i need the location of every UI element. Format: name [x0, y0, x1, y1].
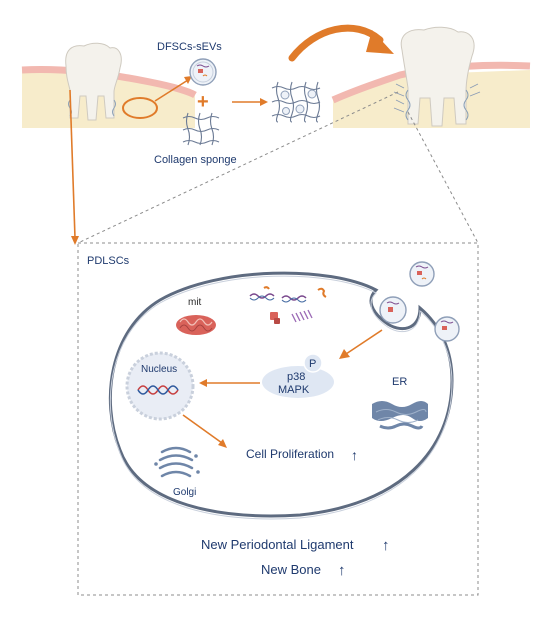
right-gum-panel [331, 26, 531, 128]
left-tooth [65, 42, 122, 121]
pdlscs-panel [77, 242, 479, 596]
er-label: ER [392, 376, 407, 388]
proliferation-label: Cell Proliferation [246, 447, 334, 461]
vesicle-cargo [249, 286, 327, 324]
collagen-sponge-icon [182, 112, 220, 146]
ligament-label: New Periodontal Ligament [201, 537, 354, 552]
arrow-to-pdlscs [69, 89, 79, 245]
external-vesicle-2 [434, 316, 460, 342]
arrow-to-nucleus [199, 379, 260, 387]
arrow-to-loaded-sponge [232, 98, 268, 106]
nucleus-label: Nucleus [141, 364, 177, 375]
sponge-label: Collagen sponge [154, 154, 237, 166]
loaded-sponge-icon [271, 81, 321, 123]
callout-lines [77, 91, 479, 244]
arrow-to-proliferation [182, 414, 227, 448]
proliferation-up-arrow: ↑ [351, 447, 358, 463]
mit-label: mit [188, 297, 202, 308]
phospho-label: P [309, 358, 316, 370]
arrow-defect-to-vesicle [154, 76, 192, 102]
external-vesicle-1 [409, 261, 435, 287]
cell-membrane-inner [109, 275, 453, 520]
er-icon [372, 401, 428, 430]
right-tooth [400, 26, 475, 127]
golgi-label: Golgi [173, 487, 196, 498]
arrow-to-p38 [339, 329, 383, 359]
nucleus-icon: Nucleus [125, 351, 195, 421]
right-gum-line [331, 61, 531, 104]
bone-label: New Bone [261, 562, 321, 577]
mitochondrion-icon [176, 315, 216, 335]
defect-site [122, 97, 158, 119]
left-gum-panel [21, 42, 197, 128]
bone-up-arrow: ↑ [338, 562, 346, 579]
vesicle-icon [189, 58, 217, 86]
internalized-vesicle [379, 296, 407, 324]
cell-membrane [108, 271, 454, 518]
kinase-line2: MAPK [278, 384, 310, 396]
curved-transplant-arrow [288, 24, 394, 62]
kinase-line1: p38 [287, 371, 305, 383]
vesicles-label: DFSCs-sEVs [157, 41, 222, 53]
pdlscs-label: PDLSCs [87, 255, 130, 267]
plus-sign: + [197, 91, 209, 113]
ligament-up-arrow: ↑ [382, 537, 390, 554]
p38-mapk-node: P p38 MAPK [262, 353, 334, 398]
left-gum-line [21, 66, 197, 99]
golgi-icon [154, 446, 200, 478]
